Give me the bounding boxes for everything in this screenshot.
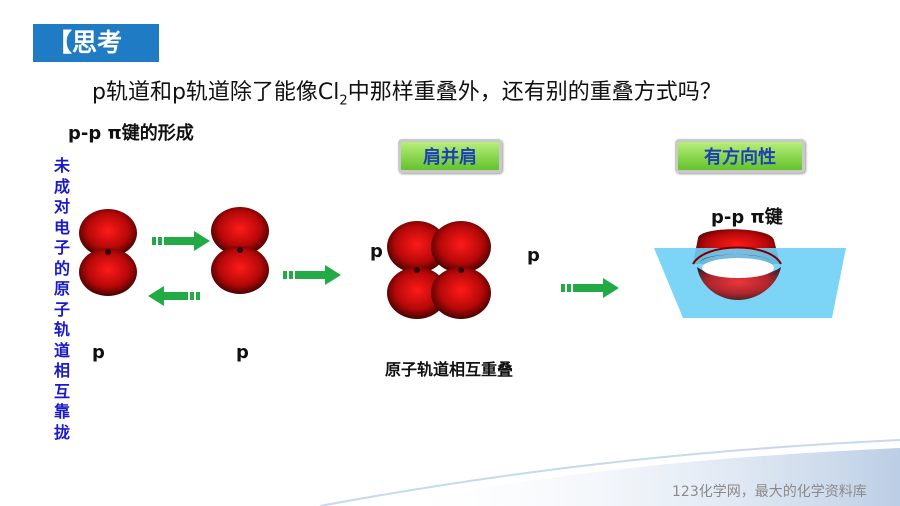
- pi-bond-figure: [654, 229, 846, 318]
- arrow-right-icon: [283, 265, 341, 285]
- overlapping-orbitals: [387, 221, 491, 319]
- shoulder-to-shoulder-badge: 肩并肩: [398, 139, 502, 173]
- overlap-caption: 原子轨道相互重叠: [385, 360, 514, 379]
- p-label-overlap-right: p: [527, 245, 540, 266]
- p-orbital-left: [79, 209, 137, 296]
- bottom-wave-line: [319, 439, 900, 506]
- question-text-end: 中那样重叠外，还有别的重叠方式吗？: [347, 80, 722, 105]
- p-label-right: p: [236, 342, 249, 363]
- p-orbital-right: [211, 207, 269, 294]
- section-heading: p-p π键的形成: [68, 123, 194, 144]
- question-text: p轨道和p轨道除了能像Cl2中那样重叠外，还有别的重叠方式吗？: [92, 74, 722, 108]
- arrow-left-icon: [148, 286, 200, 306]
- question-text-main: p轨道和p轨道除了能像Cl: [92, 80, 340, 105]
- side-caption: 未成对电子的原子轨道相互靠拢: [53, 156, 70, 442]
- p-label-overlap-left: p: [370, 241, 383, 262]
- arrow-right-icon: [152, 231, 210, 251]
- p-label-left: p: [92, 342, 105, 363]
- arrow-right-icon: [561, 278, 619, 298]
- question-subscript: 2: [339, 93, 348, 109]
- pi-bond-label: p-p π键: [711, 207, 783, 228]
- page-title: 【思考: [33, 24, 159, 62]
- bottom-wave: [380, 448, 900, 506]
- directionality-badge: 有方向性: [675, 139, 805, 173]
- watermark: 123化学网，最大的化学资料库: [672, 484, 867, 500]
